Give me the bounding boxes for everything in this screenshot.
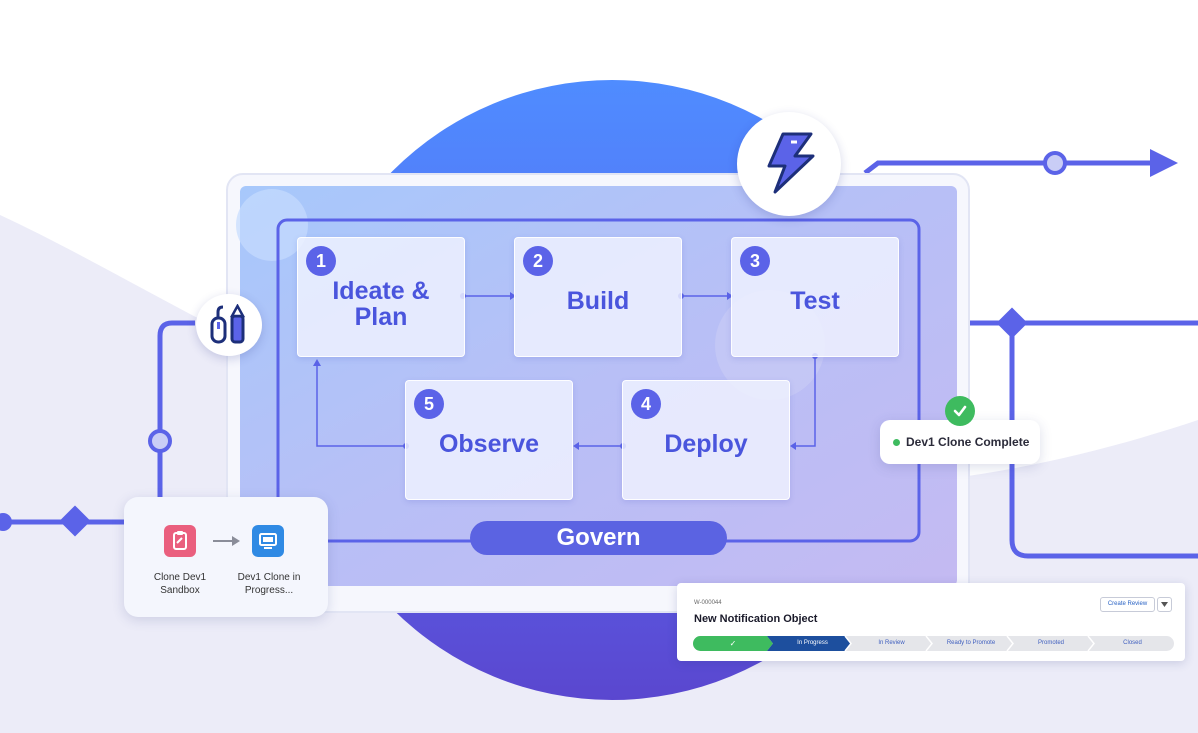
step-number: 2	[523, 246, 553, 276]
step-card-observe[interactable]: 5 Observe	[405, 380, 573, 500]
more-actions-button[interactable]	[1157, 597, 1172, 612]
status-path	[693, 636, 1174, 651]
step-label: Deploy	[664, 430, 748, 458]
status-dot	[893, 439, 900, 446]
arrow-right-icon	[212, 533, 242, 554]
step-card-test[interactable]: 3 Test	[731, 237, 899, 357]
target-sandbox-label: Dev1 Clone in Progress...	[237, 572, 301, 596]
step-label: Observe	[438, 430, 540, 458]
path-step-ready-to-promote[interactable]: Ready to Promote	[946, 640, 996, 646]
status-text: Dev1 Clone Complete	[906, 435, 1030, 449]
design-tools-icon	[210, 304, 246, 344]
step-number: 3	[740, 246, 770, 276]
path-step-closed[interactable]: Closed	[1123, 640, 1142, 646]
create-review-button[interactable]: Create Review	[1100, 597, 1155, 612]
step-number: 1	[306, 246, 336, 276]
clipboard-icon	[164, 525, 196, 557]
step-card-ideate-plan[interactable]: 1 Ideate & Plan	[297, 237, 465, 357]
govern-pill: Govern	[470, 521, 727, 555]
path-step-in-progress[interactable]: In Progress	[797, 640, 828, 646]
step-card-deploy[interactable]: 4 Deploy	[622, 380, 790, 500]
tools-badge	[196, 294, 262, 356]
lightning-badge	[737, 112, 841, 216]
sandbox-clone-card: Clone Dev1 Sandbox Dev1 Clone in Progres…	[124, 497, 328, 617]
step-label: Ideate & Plan	[332, 277, 430, 331]
check-icon	[945, 396, 975, 426]
step-number: 5	[414, 389, 444, 419]
work-item-id: W-000044	[694, 600, 722, 606]
status-toast: Dev1 Clone Complete	[880, 420, 1040, 464]
path-step-complete[interactable]: ✓	[729, 639, 737, 648]
path-step-in-review[interactable]: In Review	[878, 640, 905, 646]
step-label: Test	[790, 287, 840, 315]
chevron-down-icon	[1161, 602, 1168, 607]
step-number: 4	[631, 389, 661, 419]
path-step-promoted[interactable]: Promoted	[1037, 640, 1064, 646]
work-item-title: New Notification Object	[694, 613, 818, 625]
source-sandbox-label: Clone Dev1 Sandbox	[153, 572, 207, 596]
step-card-build[interactable]: 2 Build	[514, 237, 682, 357]
step-label: Build	[566, 287, 630, 315]
lightning-icon	[767, 132, 815, 194]
monitor-icon	[252, 525, 284, 557]
